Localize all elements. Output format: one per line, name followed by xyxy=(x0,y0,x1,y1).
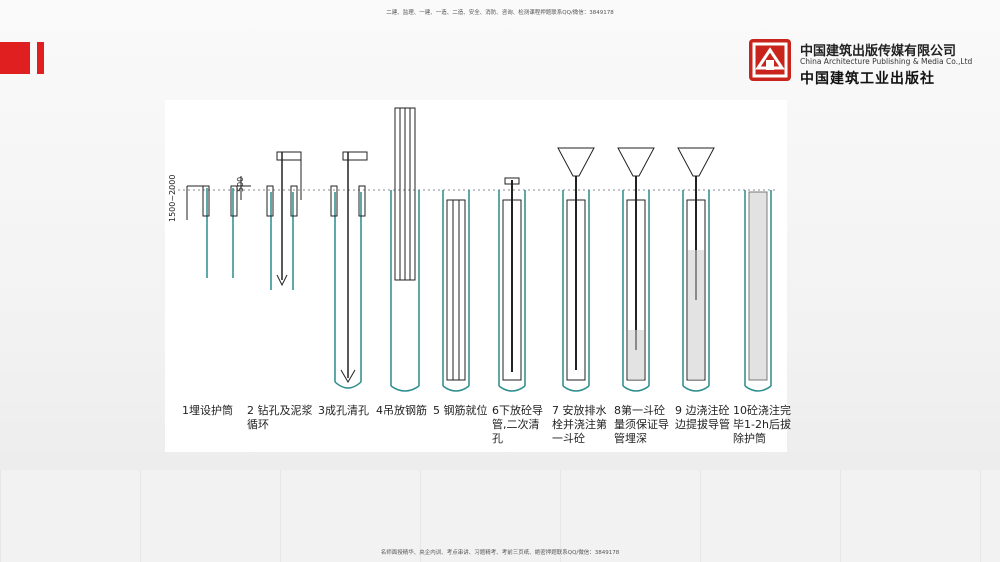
step-9-pour-and-lift xyxy=(677,147,715,392)
red-accent-bar xyxy=(37,42,44,74)
step-9-label: 9 边浇注砼边提拔导管 xyxy=(675,404,730,431)
top-contact-note: 二建、监理、一建、一造、二造、安全、消防、咨询、检测课程押题联系QQ/微信：38… xyxy=(386,10,614,16)
publisher-logo-icon xyxy=(749,39,791,81)
step-10-label: 10砼浇注完毕1-2h后拔除护筒 xyxy=(733,404,791,445)
step-6-tremie-lowering xyxy=(498,177,526,392)
step-7-first-pour xyxy=(557,147,595,392)
step-5-label: 5 钢筋就位 xyxy=(433,404,488,417)
step-3-hole-cleaning xyxy=(330,151,368,389)
red-accent-block xyxy=(0,42,30,74)
step-10-casing-removal xyxy=(744,190,772,392)
step-1-casing xyxy=(186,176,251,278)
step-6-label: 6下放砼导管,二次清孔 xyxy=(492,404,543,445)
publisher-name-cn-calligraphy: 中国建筑工业出版社 xyxy=(800,71,935,87)
publisher-name-en: China Architecture Publishing & Media Co… xyxy=(800,57,973,66)
floor-decoration xyxy=(0,470,1000,562)
bottom-contact-note: 名师面授精华、央企内训、考点串讲、习题精考、考前三页纸、絶密押题联系QQ/微信：… xyxy=(380,550,620,556)
step-3-label: 3成孔清孔 xyxy=(318,404,369,417)
step-8-tremie-embed xyxy=(617,147,655,392)
step-4-label: 4吊放钢筋 xyxy=(376,404,427,417)
step-2-drilling xyxy=(266,151,302,290)
step-4-cage-lowering xyxy=(390,107,420,392)
publisher-name-cn: 中国建筑出版传媒有限公司 xyxy=(800,44,957,59)
step-7-label: 7 安放排水栓并浇注第一斗砼 xyxy=(552,404,607,445)
step-1-label: 1埋设护筒 xyxy=(182,404,233,417)
step-5-cage-in-place xyxy=(442,190,470,392)
dim-vertical-label: 1500~2000 xyxy=(168,175,177,222)
step-2-label: 2 钻孔及泥浆循环 xyxy=(247,404,313,431)
bored-pile-process-diagram: 1500~2000 500 xyxy=(168,107,777,392)
step-8-label: 8第一斗砼量须保证导管埋深 xyxy=(614,404,669,445)
dim-small-label: 500 xyxy=(236,177,245,192)
